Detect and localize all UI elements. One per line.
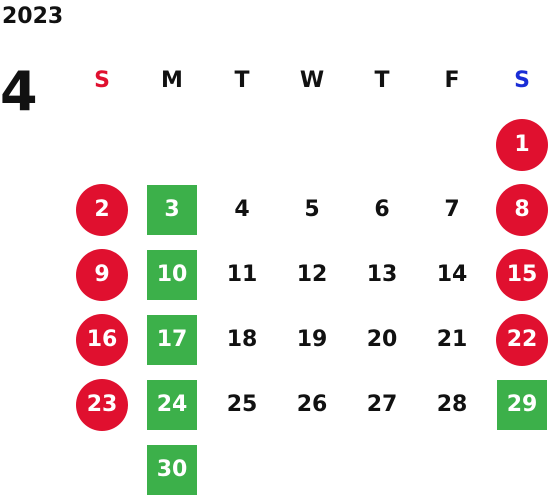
day-number: 26 xyxy=(296,392,328,417)
week-row: 16 17 18 19 20 21 22 xyxy=(67,307,548,372)
day-number: 19 xyxy=(296,327,328,352)
week-row: 23 24 25 26 27 28 29 xyxy=(67,372,548,437)
day-number: 24 xyxy=(147,379,197,430)
day-number: 2 xyxy=(76,183,128,236)
day-cell: 14 xyxy=(417,242,487,307)
week-row: 1 xyxy=(67,112,548,177)
day-number: 3 xyxy=(147,184,197,235)
day-number: 16 xyxy=(76,313,128,366)
day-cell xyxy=(277,112,347,177)
day-cell: 16 xyxy=(67,307,137,372)
day-cell: 12 xyxy=(277,242,347,307)
day-number: 13 xyxy=(366,262,398,287)
day-cell: 9 xyxy=(67,242,137,307)
day-number: 12 xyxy=(296,262,328,287)
day-cell: 19 xyxy=(277,307,347,372)
day-cell xyxy=(417,112,487,177)
day-cell xyxy=(487,437,548,502)
day-cell: 30 xyxy=(137,437,207,502)
day-number: 25 xyxy=(226,392,258,417)
day-cell: 8 xyxy=(487,177,548,242)
day-number: 15 xyxy=(496,248,548,301)
day-cell xyxy=(67,112,137,177)
month-number: 4 xyxy=(0,60,38,123)
day-number: 4 xyxy=(234,197,250,222)
day-number: 7 xyxy=(444,197,460,222)
day-number: 17 xyxy=(147,314,197,365)
day-cell xyxy=(347,112,417,177)
day-number: 18 xyxy=(226,327,258,352)
week-row: 9 10 11 12 13 14 15 xyxy=(67,242,548,307)
day-number: 10 xyxy=(147,249,197,300)
day-cell: 4 xyxy=(207,177,277,242)
day-number: 11 xyxy=(226,262,258,287)
day-cell: 23 xyxy=(67,372,137,437)
weekday-header-thu: T xyxy=(374,67,390,93)
day-cell: 11 xyxy=(207,242,277,307)
year-label: 2023 xyxy=(2,4,64,29)
day-cell xyxy=(207,437,277,502)
day-number: 20 xyxy=(366,327,398,352)
day-cell: 1 xyxy=(487,112,548,177)
day-cell: 10 xyxy=(137,242,207,307)
day-cell: 7 xyxy=(417,177,487,242)
day-cell: 17 xyxy=(137,307,207,372)
day-cell: 22 xyxy=(487,307,548,372)
day-cell: 18 xyxy=(207,307,277,372)
day-cell xyxy=(347,437,417,502)
day-number: 23 xyxy=(76,378,128,431)
day-cell: 24 xyxy=(137,372,207,437)
weekday-header-mon: M xyxy=(161,67,183,93)
day-cell: 21 xyxy=(417,307,487,372)
weekday-header-sun: S xyxy=(94,67,110,93)
weekday-header-row: S M T W T F S xyxy=(67,48,548,112)
day-cell: 29 xyxy=(487,372,548,437)
day-number: 30 xyxy=(147,444,197,495)
week-row: 30 xyxy=(67,437,548,502)
day-number: 6 xyxy=(374,197,390,222)
weekday-header-fri: F xyxy=(444,67,460,93)
day-cell: 26 xyxy=(277,372,347,437)
day-cell xyxy=(67,437,137,502)
day-cell: 5 xyxy=(277,177,347,242)
day-cell: 3 xyxy=(137,177,207,242)
weekday-header-tue: T xyxy=(234,67,250,93)
day-cell: 25 xyxy=(207,372,277,437)
day-cell: 2 xyxy=(67,177,137,242)
day-cell: 20 xyxy=(347,307,417,372)
day-number: 27 xyxy=(366,392,398,417)
day-cell xyxy=(137,112,207,177)
day-number: 5 xyxy=(304,197,320,222)
day-cell: 28 xyxy=(417,372,487,437)
weekday-header-sat: S xyxy=(514,67,530,93)
day-number: 21 xyxy=(436,327,468,352)
day-number: 8 xyxy=(496,183,548,236)
day-number: 1 xyxy=(496,118,548,171)
day-cell: 27 xyxy=(347,372,417,437)
weekday-header-wed: W xyxy=(299,67,325,93)
day-number: 14 xyxy=(436,262,468,287)
day-number: 29 xyxy=(497,379,547,430)
day-cell xyxy=(207,112,277,177)
day-cell: 15 xyxy=(487,242,548,307)
day-cell xyxy=(417,437,487,502)
day-number: 9 xyxy=(76,248,128,301)
day-number: 28 xyxy=(436,392,468,417)
day-cell: 13 xyxy=(347,242,417,307)
day-cell xyxy=(277,437,347,502)
day-cell: 6 xyxy=(347,177,417,242)
day-number: 22 xyxy=(496,313,548,366)
